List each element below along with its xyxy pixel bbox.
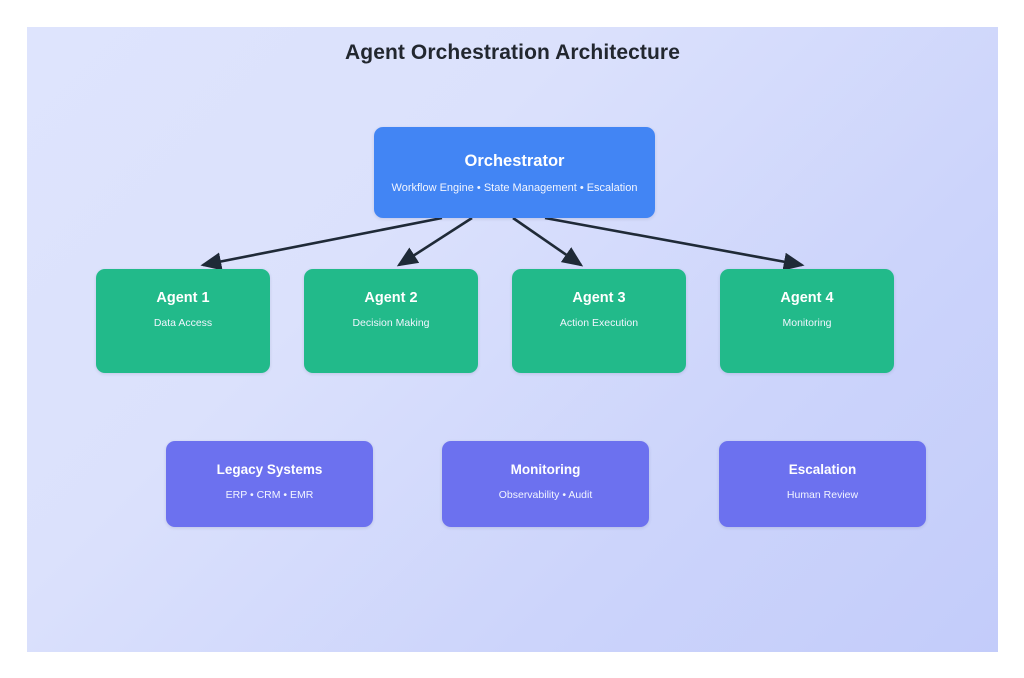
diagram-canvas: Agent Orchestration Architecture Orchest…: [27, 27, 998, 652]
node-monitoring[interactable]: Monitoring Observability • Audit: [442, 441, 649, 527]
node-legacy-systems[interactable]: Legacy Systems ERP • CRM • EMR: [166, 441, 373, 527]
node-agent-4-title: Agent 4: [780, 290, 834, 306]
node-legacy-systems-subtitle: ERP • CRM • EMR: [225, 488, 314, 501]
node-agent-4[interactable]: Agent 4 Monitoring: [720, 269, 894, 373]
node-agent-2-subtitle: Decision Making: [352, 316, 430, 329]
node-agent-3[interactable]: Agent 3 Action Execution: [512, 269, 686, 373]
node-escalation-title: Escalation: [788, 462, 857, 477]
node-agent-1-title: Agent 1: [156, 290, 210, 306]
node-agent-3-subtitle: Action Execution: [559, 316, 639, 329]
edge-orchestrator-agent-4: [544, 216, 805, 271]
node-orchestrator-title: Orchestrator: [464, 152, 565, 170]
edge-orchestrator-agent-3: [512, 216, 584, 267]
node-agent-1[interactable]: Agent 1 Data Access: [96, 269, 270, 373]
node-agent-3-title: Agent 3: [572, 290, 626, 306]
node-agent-1-subtitle: Data Access: [153, 316, 213, 329]
node-orchestrator-subtitle: Workflow Engine • State Management • Esc…: [391, 182, 638, 195]
node-legacy-systems-title: Legacy Systems: [216, 462, 323, 477]
node-monitoring-subtitle: Observability • Audit: [498, 488, 593, 501]
node-escalation[interactable]: Escalation Human Review: [719, 441, 926, 527]
node-monitoring-title: Monitoring: [510, 462, 581, 477]
node-escalation-subtitle: Human Review: [786, 488, 859, 501]
node-agent-4-subtitle: Monitoring: [782, 316, 832, 329]
edge-orchestrator-agent-2: [396, 216, 473, 267]
node-agent-2-title: Agent 2: [364, 290, 418, 306]
node-agent-2[interactable]: Agent 2 Decision Making: [304, 269, 478, 373]
node-orchestrator[interactable]: Orchestrator Workflow Engine • State Man…: [374, 127, 655, 218]
page-title: Agent Orchestration Architecture: [345, 41, 680, 64]
edge-orchestrator-agent-1: [200, 216, 443, 271]
